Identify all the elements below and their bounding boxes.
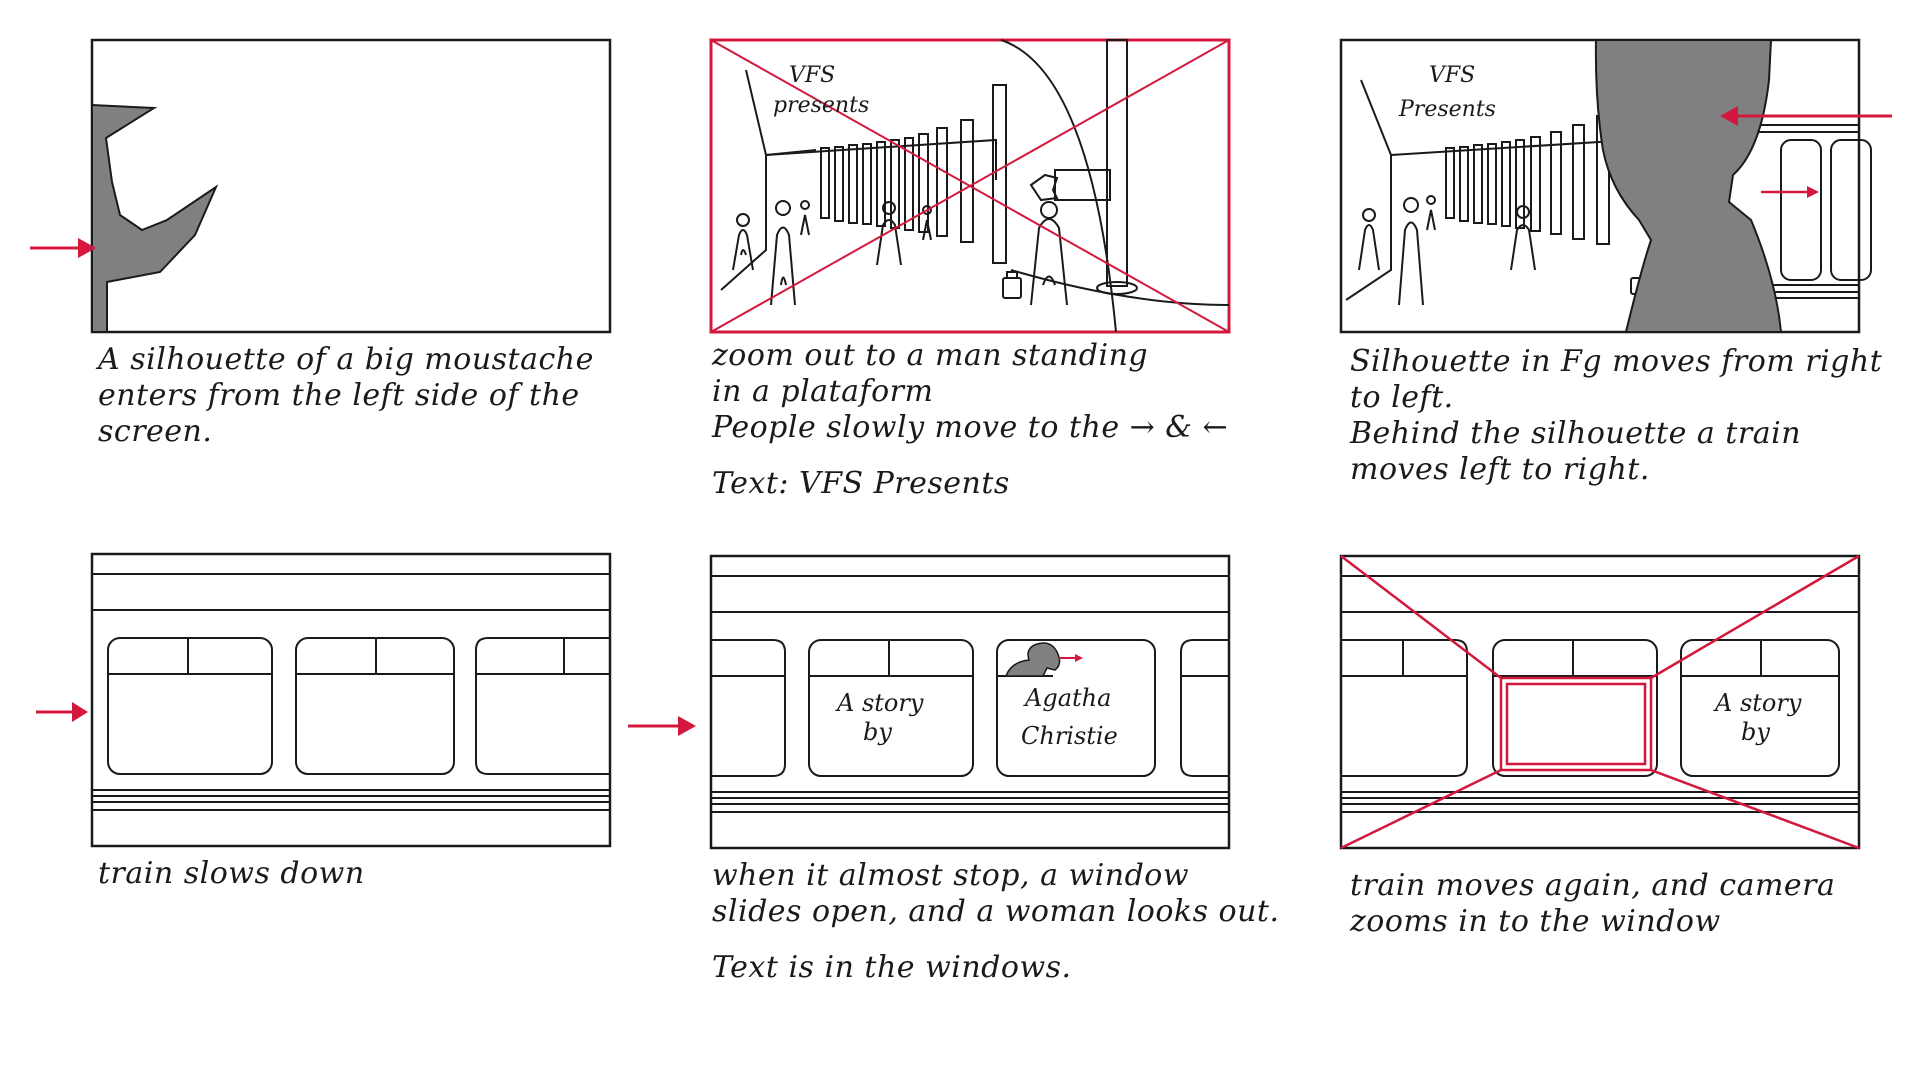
window-text: A story [835,689,924,717]
caption-line: enters from the left side of the [98,378,580,413]
caption-panel-3: Silhouette in Fg moves from right to lef… [1350,344,1882,488]
frame-text-vfs: VFS [1429,63,1475,88]
caption-line: zoom out to a man standing [712,338,1149,373]
caption-line: A silhouette of a big moustache [98,342,594,377]
frame-text-presents: Presents [1398,97,1496,122]
storyboard-frame-4 [90,552,612,848]
caption-line: in a plataform [712,374,934,409]
caption-panel-2: zoom out to a man standing in a platafor… [712,338,1228,502]
caption-line: screen. [98,414,213,449]
frame-text-presents: presents [773,93,869,118]
window-text: by [863,718,892,746]
caption-panel-1: A silhouette of a big moustache enters f… [98,342,594,450]
frame-text-vfs: VFS [789,63,835,88]
storyboard-frame-1 [90,38,612,334]
right-arrow-icon [36,702,88,722]
woman-silhouette [1004,642,1061,677]
train-car [92,573,610,811]
caption-line: when it almost stop, a window [712,858,1190,893]
window-text: Christie [1021,722,1118,750]
window-text: Agatha [1023,684,1111,712]
storyboard-frame-5: A story by Agatha Christie [709,554,1231,850]
storyboard-frame-3: VFS Presents [1339,38,1872,334]
caption-panel-5: when it almost stop, a window slides ope… [712,858,1280,986]
caption-panel-6: train moves again, and camera zooms in t… [1350,868,1835,940]
caption-text-note: Text is in the windows. [712,950,1072,985]
caption-line: Behind the silhouette a train [1350,416,1802,451]
window-text: A story [1713,689,1802,717]
window-text: by [1741,718,1770,746]
caption-line: People slowly move to the → & ← [712,410,1229,445]
storyboard-frame-6: A story by [1339,554,1861,850]
moustache-silhouette [91,103,219,333]
train-car [711,575,1229,813]
caption-line: Silhouette in Fg moves from right [1350,344,1883,379]
caption-line: slides open, and a woman looks out. [712,894,1280,929]
right-arrow-icon [30,238,96,258]
caption-line: zooms in to the window [1350,904,1721,939]
platform-scene [1345,79,1872,306]
left-arrow-icon [1720,106,1892,126]
caption-line: train moves again, and camera [1350,868,1836,903]
caption-line: moves left to right. [1350,452,1650,487]
storyboard-frame-2: VFS presents [709,38,1231,334]
zoom-guides [1340,554,1860,850]
caption-text-note: Text: VFS Presents [712,466,1010,501]
train-car [1341,575,1859,813]
caption-line: to left. [1350,380,1454,415]
caption-line: train slows down [98,856,365,891]
right-arrow-icon [628,716,696,736]
platform-scene [720,39,1230,333]
caption-panel-4: train slows down [98,856,365,892]
